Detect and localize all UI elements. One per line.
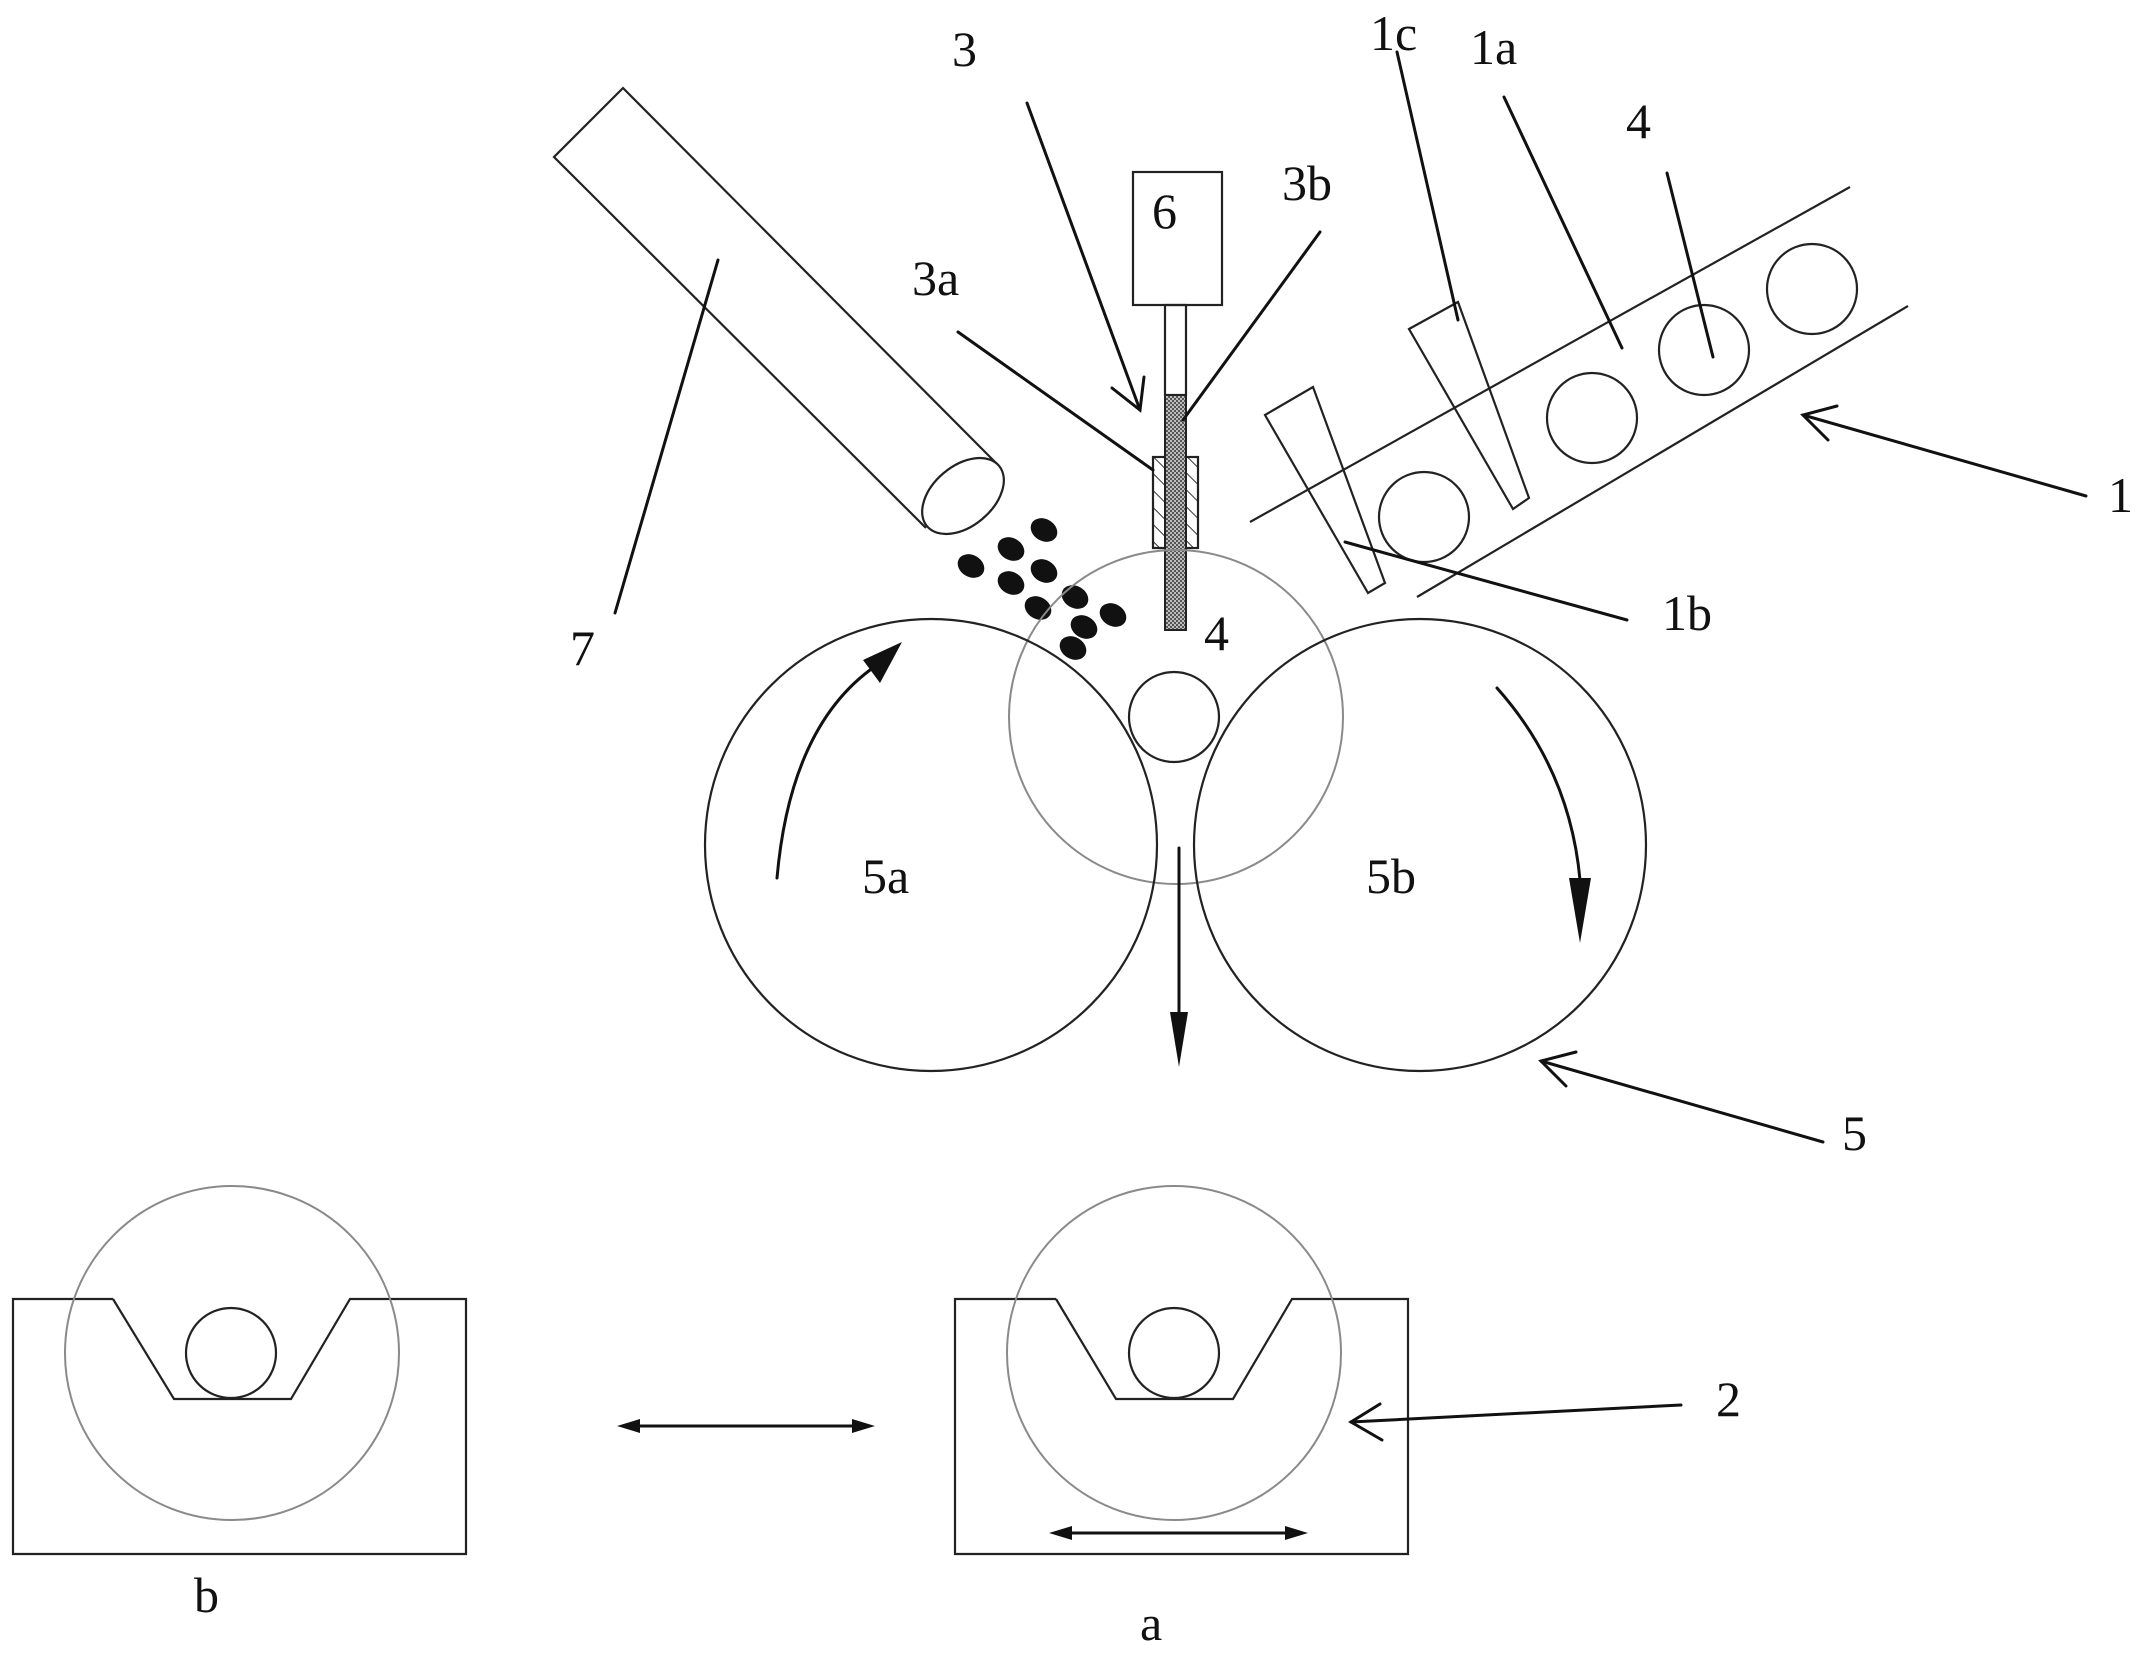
roller-left-arrowhead	[863, 642, 902, 683]
dropping-device-label: 3	[952, 21, 977, 77]
fixture-label: 2	[1716, 1371, 1741, 1427]
nozzle-label: 7	[570, 620, 595, 676]
fixture-a-slide-arrowhead-left	[1049, 1526, 1072, 1540]
position-b-label: b	[194, 1567, 219, 1623]
particle	[1059, 636, 1087, 660]
roller-set-label: 5	[1842, 1105, 1867, 1161]
workpiece	[1545, 371, 1639, 465]
workpiece-center	[1127, 670, 1221, 764]
roller-left-label: 5a	[862, 848, 909, 904]
workpiece	[1765, 242, 1859, 336]
dropping-device-arrowhead	[1110, 375, 1146, 413]
stopper-upper-leader	[1395, 50, 1460, 322]
fixture-a-slide-arrowhead-right	[1285, 1526, 1308, 1540]
particle	[1099, 603, 1127, 627]
actuator-stem	[1163, 303, 1188, 397]
actuator-box	[1131, 170, 1224, 307]
nozzle-tube	[552, 86, 1005, 536]
fixture-arrowhead	[1348, 1402, 1384, 1442]
sleeve-leader	[956, 330, 1155, 472]
particle	[957, 554, 985, 578]
stopper-upper	[1407, 300, 1531, 511]
workpiece-center-label: 4	[1204, 605, 1229, 661]
workpiece	[1657, 303, 1751, 397]
particle	[1030, 518, 1058, 542]
roller-right-rotation-arrow	[1495, 686, 1582, 882]
fixture-a	[953, 1185, 1410, 1556]
workpiece-conveyor-label: 4	[1626, 93, 1651, 149]
guide-circle	[1008, 549, 1344, 885]
conveyor	[1249, 186, 1909, 598]
output-arrowhead	[1170, 1012, 1188, 1067]
roller-set-leader	[1539, 1059, 1825, 1144]
particle	[1030, 559, 1058, 583]
roller-left-rotation-arrow	[775, 668, 872, 880]
conveyor-arrowhead	[1800, 404, 1839, 442]
rod-label: 3b	[1282, 155, 1332, 211]
dropping-device-leader	[1025, 101, 1142, 412]
workpiece-conveyor-leader	[1665, 171, 1715, 359]
stopper-lower-leader	[1343, 540, 1629, 622]
conveyor-rail-leader	[1502, 95, 1624, 350]
conveyor-label: 1	[2108, 467, 2133, 523]
shift-arrowhead-right	[852, 1419, 875, 1433]
sleeve-label: 3a	[912, 250, 959, 306]
stopper-lower	[1263, 385, 1387, 595]
position-a-label: a	[1140, 1595, 1162, 1651]
particle	[997, 537, 1025, 561]
roller-right-label: 5b	[1366, 848, 1416, 904]
roller-right	[1192, 617, 1648, 1073]
rod	[1164, 394, 1187, 631]
particle	[1061, 585, 1089, 609]
actuator-label: 6	[1152, 183, 1177, 239]
rod-leader	[1181, 230, 1322, 422]
particle	[1070, 615, 1098, 639]
roller-left	[703, 617, 1159, 1073]
shift-arrowhead-left	[617, 1419, 640, 1433]
particle	[997, 571, 1025, 595]
particles	[957, 518, 1127, 660]
roller-set-arrowhead	[1538, 1050, 1578, 1088]
workpiece	[1377, 470, 1471, 564]
conveyor-rail-label: 1a	[1470, 19, 1517, 75]
stopper-upper-label: 1c	[1370, 5, 1417, 61]
nozzle-leader-line	[613, 258, 720, 615]
conveyor-leader	[1801, 413, 2088, 498]
fixture-b	[11, 1185, 468, 1556]
stopper-lower-label: 1b	[1662, 585, 1712, 641]
roller-right-arrowhead	[1569, 878, 1591, 943]
fixture-leader	[1349, 1403, 1683, 1424]
